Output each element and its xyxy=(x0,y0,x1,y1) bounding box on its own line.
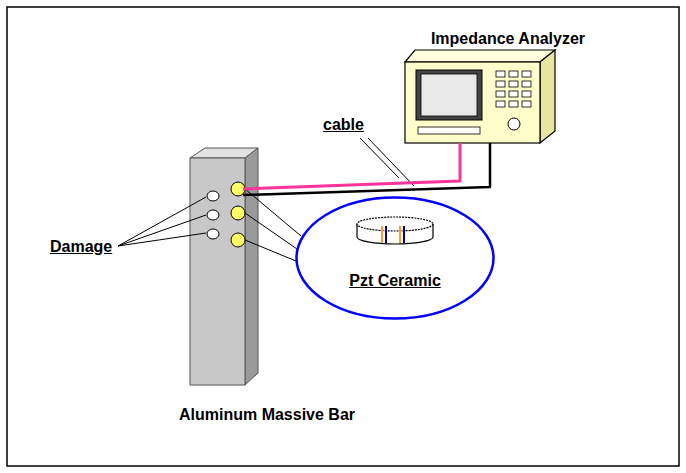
field-line xyxy=(399,226,401,243)
leader-line xyxy=(118,215,206,246)
screen xyxy=(421,74,477,116)
leader-line xyxy=(368,138,414,186)
knob xyxy=(508,118,520,130)
pzt-patch xyxy=(231,206,245,220)
pzt-patch xyxy=(231,233,245,247)
callout-line xyxy=(245,240,296,261)
pzt-callout-ellipse: Pzt Ceramic xyxy=(295,196,495,320)
cable-connector xyxy=(243,143,490,195)
callout-line xyxy=(245,189,301,236)
callout-ellipse xyxy=(297,198,494,319)
field-line xyxy=(385,226,387,243)
device-side xyxy=(540,50,555,143)
pzt-patch xyxy=(231,182,245,196)
node-text: Pzt Ceramic xyxy=(349,272,441,290)
node-text: Aluminum Massive Bar xyxy=(179,406,355,424)
disk-top xyxy=(357,217,433,231)
panel-slot xyxy=(418,127,480,134)
leader-line xyxy=(360,138,399,178)
field-line xyxy=(381,226,383,243)
damage-hole xyxy=(207,191,219,201)
leader-line xyxy=(118,233,206,246)
damage-hole xyxy=(207,229,219,239)
device-top xyxy=(405,50,555,62)
device-front xyxy=(405,62,540,143)
damage-label: Damage xyxy=(50,238,112,256)
frame-border xyxy=(7,7,679,466)
field-line xyxy=(403,226,405,243)
cable-label: cable xyxy=(323,116,364,134)
cable-wire xyxy=(243,143,460,189)
leader-line xyxy=(118,197,206,246)
bar-front xyxy=(190,158,245,385)
damage-hole xyxy=(207,210,219,220)
node-text: Impedance Analyzer xyxy=(431,30,585,48)
cable-wire xyxy=(243,143,490,195)
screen-frame xyxy=(416,70,482,120)
analyzer-node: Impedance Analyzer xyxy=(395,18,625,143)
button-grid xyxy=(495,70,534,110)
bar-node: Aluminum Massive Bar xyxy=(120,145,410,430)
bar-side xyxy=(245,148,258,385)
ellipse-outline xyxy=(295,196,495,320)
